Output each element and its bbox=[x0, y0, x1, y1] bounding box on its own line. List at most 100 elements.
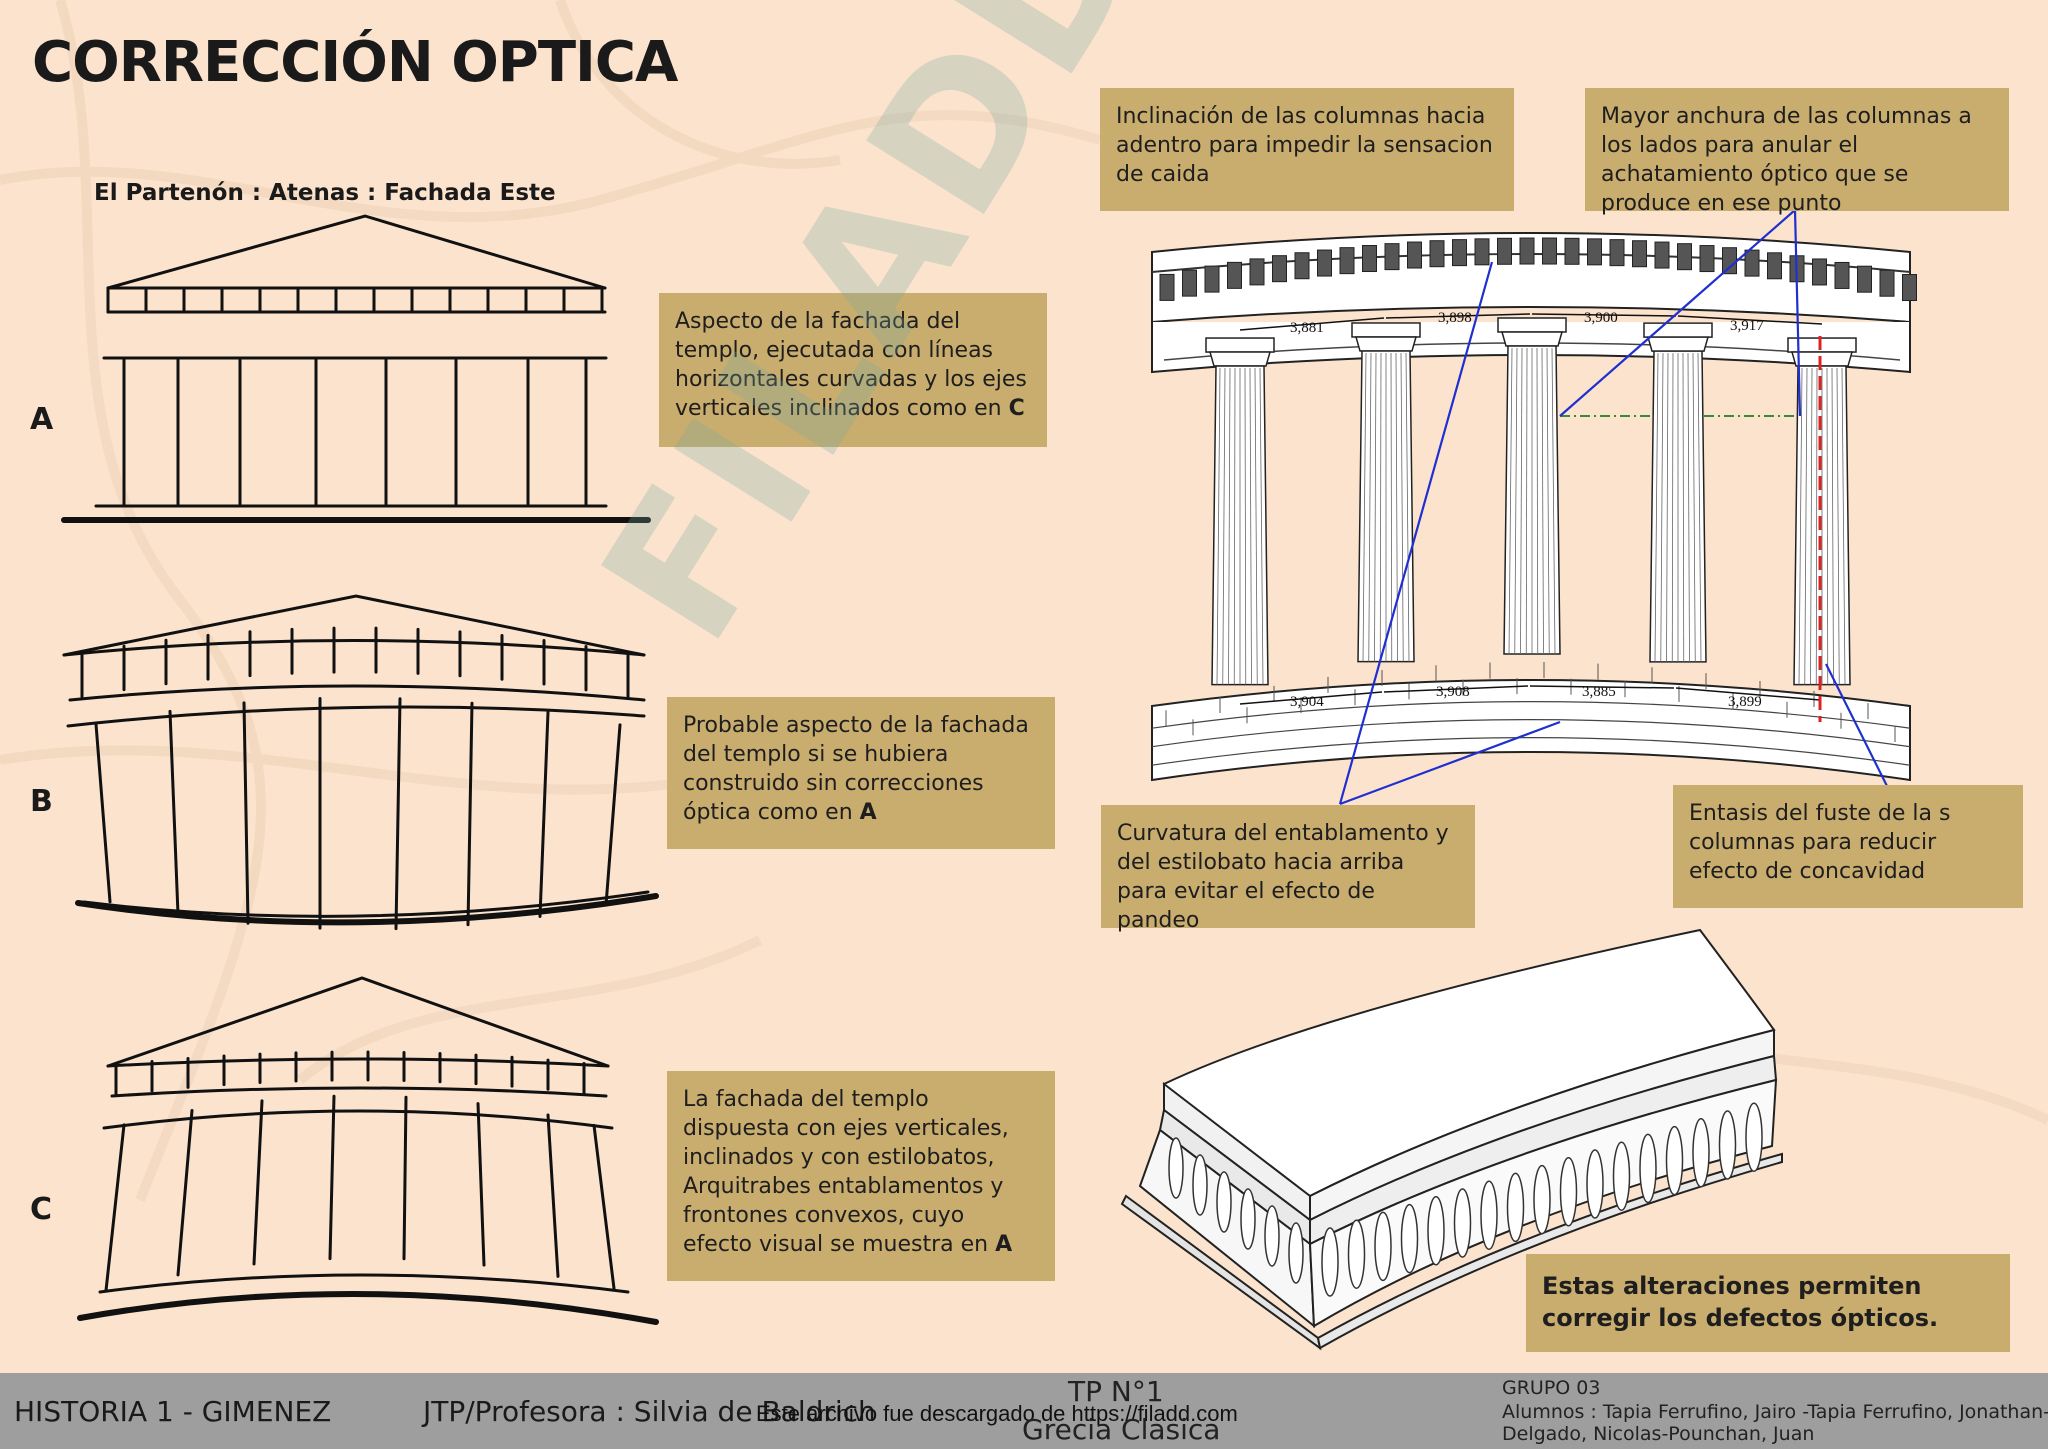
figure-letter-b: B bbox=[30, 784, 53, 819]
triglyph bbox=[1204, 265, 1220, 293]
footer-topic: Grecia Clasica bbox=[1022, 1413, 1221, 1446]
measure-top-1: 3,881 bbox=[1290, 320, 1324, 336]
triglyph bbox=[1249, 258, 1265, 286]
column-flute bbox=[1798, 368, 1803, 685]
column-capital bbox=[1501, 331, 1563, 347]
column-line bbox=[604, 723, 622, 907]
column-line bbox=[168, 709, 180, 916]
column-flute bbox=[1514, 347, 1518, 655]
column-line bbox=[546, 1113, 560, 1278]
footer-students-line1: Alumnos : Tapia Ferrufino, Jairo -Tapia … bbox=[1502, 1401, 2048, 1423]
temple-column bbox=[1400, 1203, 1419, 1274]
footer-students-line2: Delgado, Nicolas-Pounchan, Juan bbox=[1502, 1423, 1815, 1445]
column-flute bbox=[1687, 353, 1690, 662]
triglyph bbox=[1294, 252, 1310, 280]
column-flute bbox=[1692, 353, 1696, 662]
triglyph bbox=[1767, 252, 1782, 280]
measure-top-2: 3,898 bbox=[1438, 310, 1472, 326]
temple-column bbox=[1168, 1137, 1184, 1199]
annotation-curvature: Curvatura del entablamento y del estilob… bbox=[1101, 805, 1475, 933]
facade-b-drawing bbox=[62, 594, 659, 931]
triglyph bbox=[1542, 237, 1557, 265]
figure-letter-a: A bbox=[30, 402, 54, 437]
column-flute bbox=[1520, 347, 1523, 655]
triglyph bbox=[1362, 245, 1377, 273]
temple-column bbox=[1321, 1227, 1339, 1297]
column-flute bbox=[1508, 347, 1513, 655]
column-flute bbox=[1400, 352, 1404, 662]
temple-column bbox=[1453, 1188, 1472, 1258]
triglyph bbox=[1609, 239, 1625, 267]
temple-column bbox=[1692, 1118, 1710, 1188]
annotation-width: Mayor anchura de las columnas a los lado… bbox=[1585, 88, 2009, 216]
triglyph bbox=[1857, 265, 1872, 293]
triglyph bbox=[1519, 237, 1535, 265]
measure-bottom-2: 3,908 bbox=[1436, 684, 1470, 700]
triglyph bbox=[1317, 249, 1332, 277]
triglyph bbox=[1407, 241, 1422, 269]
temple-column bbox=[1374, 1211, 1392, 1282]
footer-tp: TP N°1 bbox=[1068, 1375, 1164, 1408]
footer-course: HISTORIA 1 - GIMENEZ bbox=[14, 1395, 332, 1428]
footer-download-notice: Este archivo fue descargado de https://f… bbox=[756, 1401, 1238, 1426]
column-flute bbox=[1682, 353, 1685, 662]
triglyph bbox=[1497, 237, 1512, 265]
footer-bar: HISTORIA 1 - GIMENEZ JTP/Profesora : Sil… bbox=[0, 1373, 2048, 1449]
column-flute bbox=[1390, 352, 1393, 662]
column-capital bbox=[1791, 351, 1853, 367]
column-flute bbox=[1216, 368, 1221, 685]
column-line bbox=[94, 722, 112, 904]
triglyph bbox=[1339, 247, 1355, 275]
temple-column bbox=[1288, 1222, 1304, 1284]
footer-group: GRUPO 03 bbox=[1502, 1377, 1601, 1399]
column-flute bbox=[1697, 353, 1702, 662]
page-title: CORRECCIÓN OPTICA bbox=[32, 30, 678, 95]
column-flute bbox=[1222, 368, 1226, 685]
column-flute bbox=[1541, 347, 1544, 655]
triglyph bbox=[1834, 261, 1850, 289]
column-line bbox=[252, 1099, 264, 1266]
column-line bbox=[592, 1123, 616, 1290]
column-flute bbox=[1228, 368, 1231, 685]
triglyph bbox=[1159, 273, 1175, 301]
stylobate-course bbox=[1151, 719, 1911, 748]
column-line bbox=[538, 710, 550, 918]
figure-subtitle: El Partenón : Atenas : Fachada Este bbox=[94, 180, 556, 206]
temple-column bbox=[1240, 1188, 1256, 1250]
temple-column bbox=[1612, 1141, 1631, 1211]
footer-professor: JTP/Profesora : Silvia de Baldrich bbox=[423, 1395, 876, 1428]
stylobate-course bbox=[1151, 701, 1911, 729]
triglyph bbox=[1654, 241, 1670, 269]
temple-column bbox=[1192, 1154, 1208, 1216]
measure-bottom-4: 3,899 bbox=[1728, 694, 1762, 710]
temple-column bbox=[1533, 1164, 1551, 1235]
stylobate-course bbox=[1151, 737, 1911, 766]
column bbox=[1351, 322, 1421, 663]
column-flute bbox=[1233, 368, 1236, 685]
triglyph bbox=[1699, 245, 1715, 273]
temple-column bbox=[1665, 1125, 1684, 1196]
triglyph bbox=[1812, 258, 1827, 286]
triglyph bbox=[1429, 240, 1445, 268]
triglyph bbox=[1677, 243, 1692, 271]
figure-a-description: Aspecto de la fachada del templo, ejecut… bbox=[659, 293, 1047, 447]
measure-bottom-3: 3,885 bbox=[1582, 684, 1616, 700]
column-line bbox=[466, 701, 474, 927]
temple-column bbox=[1427, 1196, 1445, 1266]
column-capital bbox=[1355, 336, 1417, 352]
triglyph bbox=[1452, 239, 1467, 267]
triglyph bbox=[1227, 261, 1242, 289]
temple-column bbox=[1347, 1219, 1366, 1289]
figure-b-description: Probable aspecto de la fachada del templ… bbox=[667, 697, 1055, 849]
figure-c-description: La fachada del templo dispuesta con ejes… bbox=[667, 1071, 1055, 1281]
column-flute bbox=[1815, 368, 1818, 685]
column-flute bbox=[1368, 352, 1372, 662]
triglyph bbox=[1744, 249, 1760, 277]
temple-column bbox=[1264, 1205, 1280, 1267]
conclusion-box: Estas alteraciones permiten corregir los… bbox=[1526, 1254, 2010, 1352]
triglyph bbox=[1902, 274, 1917, 302]
measure-bottom-1: 3,904 bbox=[1290, 694, 1324, 710]
column-flute bbox=[1362, 352, 1367, 662]
triglyph bbox=[1564, 237, 1580, 265]
